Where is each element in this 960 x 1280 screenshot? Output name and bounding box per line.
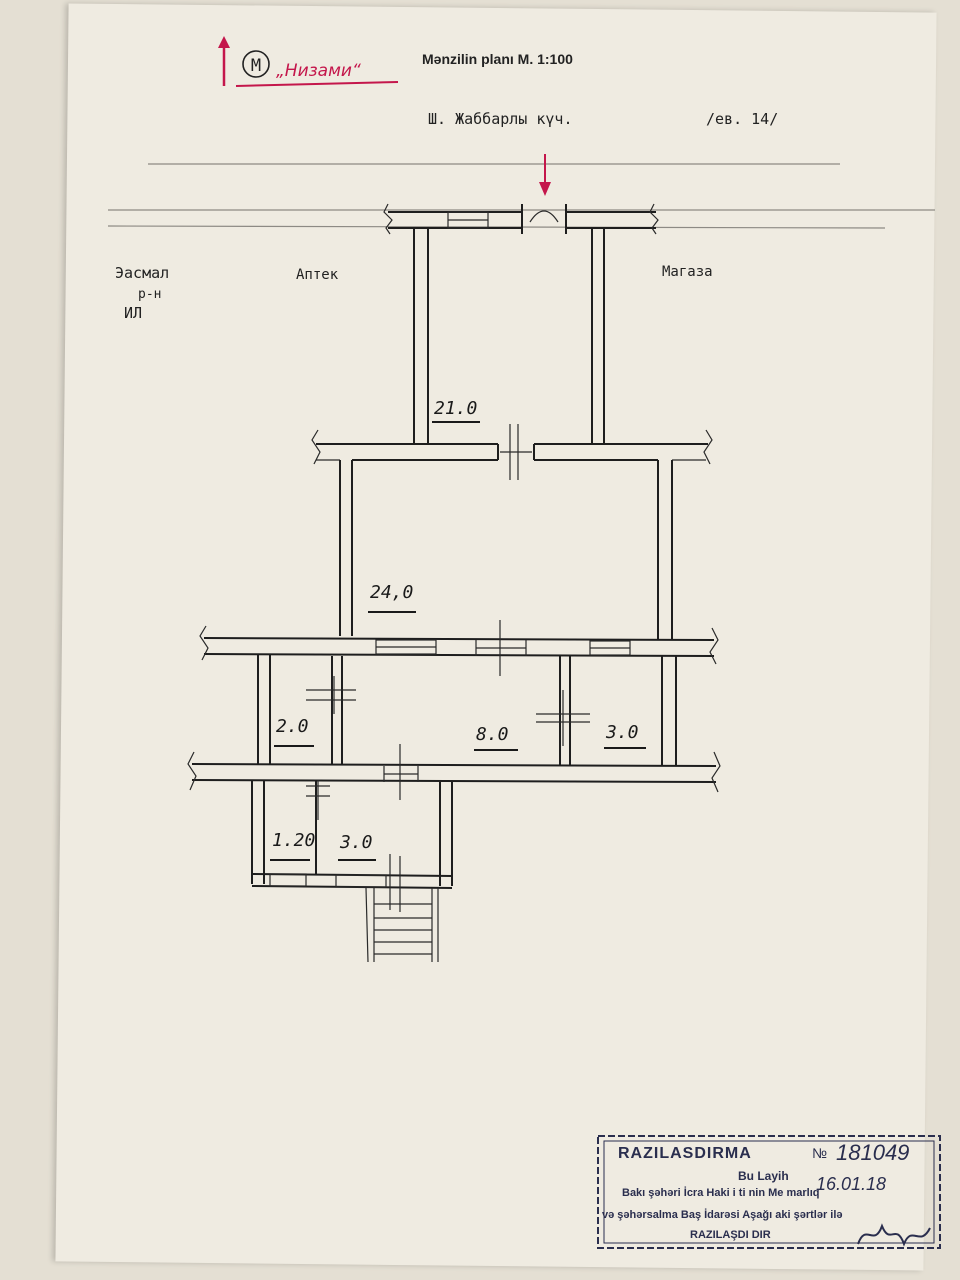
door-small-left	[306, 676, 356, 714]
stamp-line3: və şəhərsalma Baş İdarəsi Aşağı aki şərt…	[602, 1208, 843, 1221]
approval-stamp: RAZILASDIRMA № 181049 Bu Layih 16.01.18 …	[597, 1135, 941, 1249]
entrance-door-arc-icon	[529, 210, 559, 223]
door-front-main	[500, 424, 532, 480]
room-area-main: 24,0	[370, 582, 413, 603]
door-back-exit	[389, 854, 401, 912]
neighbor-right-label: Магаза	[662, 264, 713, 280]
metro-label: M „Низами“	[218, 36, 399, 87]
room-area-wc: 1.20	[272, 830, 315, 851]
walls	[187, 203, 721, 912]
street-address: Ш. Жаббарлы күч.	[428, 110, 573, 128]
stamp-signature	[857, 1223, 931, 1247]
door-corridor-back	[383, 744, 419, 800]
window-back-2	[335, 874, 387, 888]
plan-title: Mənzilin planı M. 1:100	[422, 51, 573, 67]
stamp-line2: Bakı şəhəri İcra Haki i ti nin Me marlıq	[622, 1186, 819, 1199]
door-main-corridor	[475, 620, 527, 676]
stamp-title: RAZILASDIRMA	[618, 1145, 752, 1162]
metro-letter: M	[251, 56, 261, 76]
north-arrow-icon	[218, 36, 230, 48]
metro-circle-icon	[242, 50, 270, 78]
stamp-border	[597, 1135, 941, 1249]
room-areas: 21.0 24,0 2.0 8.0 3.0 1.20 3.0	[270, 398, 646, 861]
neighbor-left-code: ИЛ	[124, 304, 142, 322]
entrance-arrow-icon	[539, 154, 551, 196]
stamp-line4: RAZILAŞDI DIR	[690, 1229, 771, 1241]
stairs	[365, 887, 439, 963]
neighbor-left-label: Эасмал	[115, 264, 169, 282]
room-area-small-left: 2.0	[276, 716, 309, 737]
door-wc	[306, 780, 330, 820]
stamp-number-prefix: №	[812, 1145, 827, 1161]
window-back-1	[269, 873, 307, 887]
stamp-line1: Bu Layih	[738, 1169, 789, 1183]
door-small-right	[536, 690, 590, 746]
room-area-small-right: 3.0	[605, 722, 639, 743]
neighbor-left-sub: р-н	[138, 287, 161, 302]
building-number: /ев. 14/	[706, 110, 778, 128]
neighbor-middle-label: Аптек	[296, 267, 339, 283]
room-area-front: 21.0	[434, 398, 477, 419]
stamp-number: 181049	[836, 1140, 909, 1165]
stamp-date: 16.01.18	[816, 1174, 886, 1194]
room-area-corridor: 8.0	[476, 724, 509, 745]
metro-name: „Низами“	[276, 61, 361, 81]
room-area-back: 3.0	[339, 832, 373, 853]
